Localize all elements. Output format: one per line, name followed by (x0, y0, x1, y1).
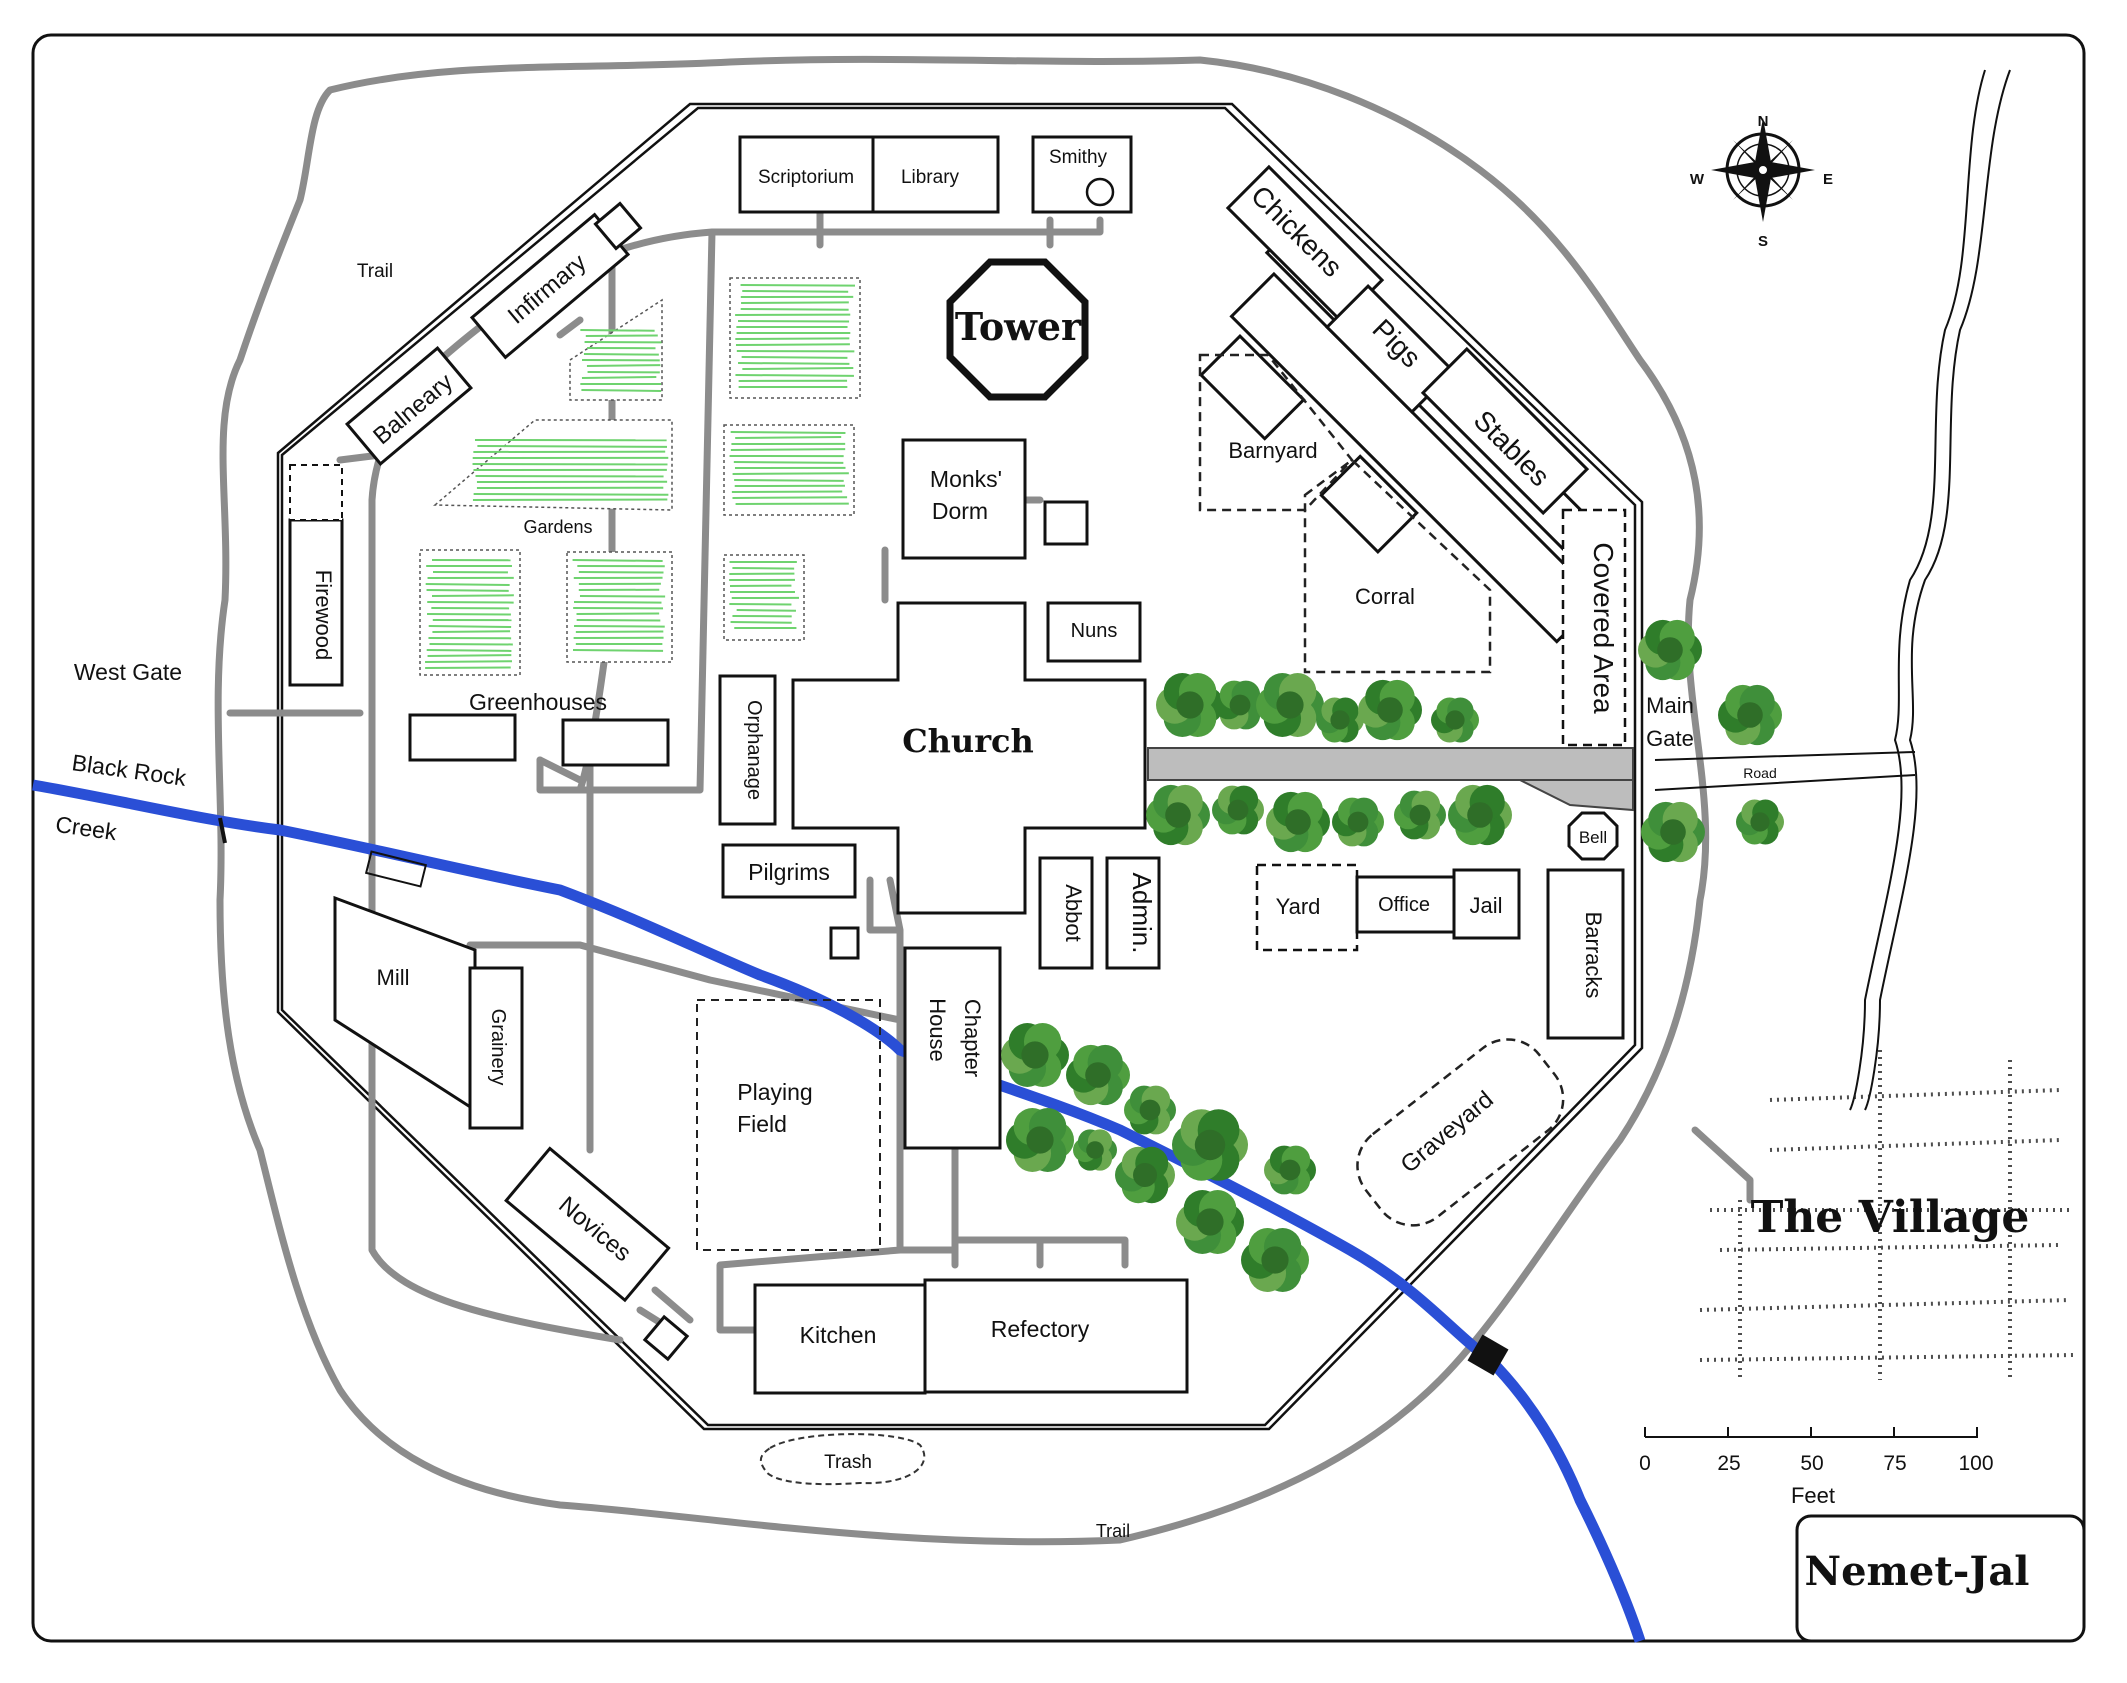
compass-rose-icon (1711, 118, 1815, 222)
label-trash: Trash (824, 1452, 872, 1473)
mill-building (335, 898, 475, 1110)
label-barnyard: Barnyard (1228, 438, 1317, 463)
label-bell: Bell (1579, 828, 1607, 847)
tree-icon (1266, 792, 1330, 852)
road-paved (1148, 748, 1633, 780)
tree-icon (1124, 1086, 1176, 1135)
tree-icon (1736, 799, 1784, 844)
road-paved-taper (1520, 780, 1633, 810)
label-corral: Corral (1355, 584, 1415, 609)
pilgrims-annex (831, 928, 858, 958)
label-tower: Tower (955, 304, 1082, 349)
compass-s: S (1758, 233, 1768, 250)
tree-icon (1256, 673, 1324, 737)
scale-tick-100: 100 (1958, 1452, 1993, 1475)
label-firewood: Firewood (311, 570, 336, 660)
tree-icon (1431, 697, 1479, 742)
label-mill: Mill (377, 965, 410, 990)
label-orphanage: Orphanage (743, 700, 765, 800)
tree-icon (1115, 1147, 1175, 1203)
label-pilgrims: Pilgrims (748, 859, 830, 885)
map-title: The Village (1751, 1192, 2030, 1243)
label-yard: Yard (1276, 894, 1321, 919)
monks-dorm-annex (1045, 502, 1087, 544)
greenhouse-2 (563, 720, 668, 765)
label-nuns: Nuns (1071, 620, 1118, 642)
label-road: Road (1743, 765, 1776, 781)
label-trail-south: Trail (1096, 1521, 1130, 1541)
tree-icon (1146, 785, 1210, 845)
scale-tick-25: 25 (1717, 1452, 1740, 1475)
tree-icon (1641, 802, 1705, 862)
compass-w: W (1690, 171, 1705, 188)
label-refectory: Refectory (991, 1316, 1090, 1342)
label-creek-1: Black Rock (70, 749, 188, 791)
map-name: Nemet-Jal (1805, 1548, 2030, 1595)
label-scriptorium: Scriptorium (758, 167, 854, 188)
tree-icon (1176, 1190, 1244, 1254)
label-gardens: Gardens (523, 517, 592, 537)
label-main-gate-2: Gate (1646, 726, 1694, 751)
label-grainery: Grainery (487, 1009, 509, 1086)
label-library: Library (901, 167, 960, 188)
label-monks-dorm-1: Monks' (930, 466, 1002, 492)
river-east-road (1850, 70, 2010, 1110)
label-playing-field-2: Field (737, 1111, 787, 1137)
label-trail-north: Trail (357, 261, 393, 282)
label-monks-dorm-2: Dorm (932, 498, 988, 524)
label-smithy: Smithy (1049, 147, 1108, 168)
greenhouse-1 (410, 715, 515, 760)
compass-e: E (1823, 171, 1833, 188)
tree-icon (1066, 1045, 1130, 1105)
tree-icon (1156, 673, 1224, 737)
road-east (1655, 752, 1915, 790)
firewood-shed (290, 465, 342, 520)
label-office: Office (1378, 894, 1430, 916)
label-abbot: Abbot (1061, 884, 1086, 942)
tree-icon (1001, 1023, 1069, 1087)
tree-icon (1448, 785, 1512, 845)
label-main-gate-1: Main (1646, 693, 1694, 718)
tree-icon (1394, 791, 1446, 840)
label-graveyard: Graveyard (1396, 1086, 1499, 1179)
compass-n: N (1758, 113, 1769, 130)
tree-icon (1264, 1146, 1316, 1195)
label-church: Church (902, 722, 1034, 760)
forge-icon (1087, 179, 1113, 205)
tree-icon (1172, 1109, 1248, 1180)
tree-icon (1212, 786, 1264, 835)
scale-unit: Feet (1791, 1483, 1835, 1508)
gardens (420, 278, 860, 675)
tree-icon (1073, 1129, 1117, 1170)
label-creek-2: Creek (54, 811, 119, 845)
label-kitchen: Kitchen (800, 1322, 877, 1348)
label-jail: Jail (1469, 893, 1502, 918)
tree-icon (1638, 620, 1702, 680)
label-covered-area: Covered Area (1588, 542, 1619, 714)
scale-tick-0: 0 (1639, 1452, 1651, 1475)
tree-icon (1718, 685, 1782, 745)
label-greenhouses: Greenhouses (469, 689, 607, 715)
novices-annex (645, 1317, 687, 1359)
label-admin: Admin. (1127, 873, 1157, 954)
tree-icon (1332, 798, 1384, 847)
tree-icon (1316, 697, 1364, 742)
tree-icon (1358, 680, 1422, 740)
label-chapter-house-2: House (925, 998, 950, 1062)
scale-tick-75: 75 (1883, 1452, 1906, 1475)
scale-tick-50: 50 (1800, 1452, 1823, 1475)
label-barracks: Barracks (1581, 912, 1606, 999)
label-playing-field-1: Playing (737, 1079, 812, 1105)
tree-icon (1241, 1228, 1309, 1292)
tree-icon (1006, 1108, 1074, 1172)
label-west-gate: West Gate (74, 659, 182, 685)
label-chapter-house-1: Chapter (960, 999, 985, 1077)
scale-bar (1645, 1427, 1978, 1437)
playing-field-area (697, 1000, 880, 1250)
